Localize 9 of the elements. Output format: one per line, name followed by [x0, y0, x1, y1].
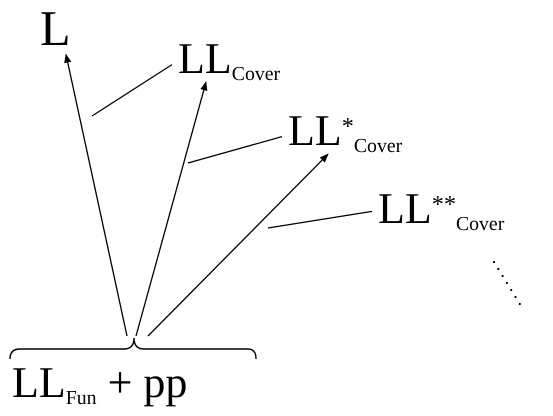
leader-line — [268, 210, 372, 229]
leader-line — [188, 136, 282, 164]
formula-label: L — [40, 2, 71, 54]
arrow — [148, 154, 329, 336]
formula-label: LL$_{Cover}$ — [178, 36, 280, 82]
formula-label: LL$_{Fun}$ + pp — [12, 360, 188, 406]
arrow — [64, 54, 128, 336]
leader-line — [92, 64, 172, 117]
arrow — [135, 81, 208, 336]
